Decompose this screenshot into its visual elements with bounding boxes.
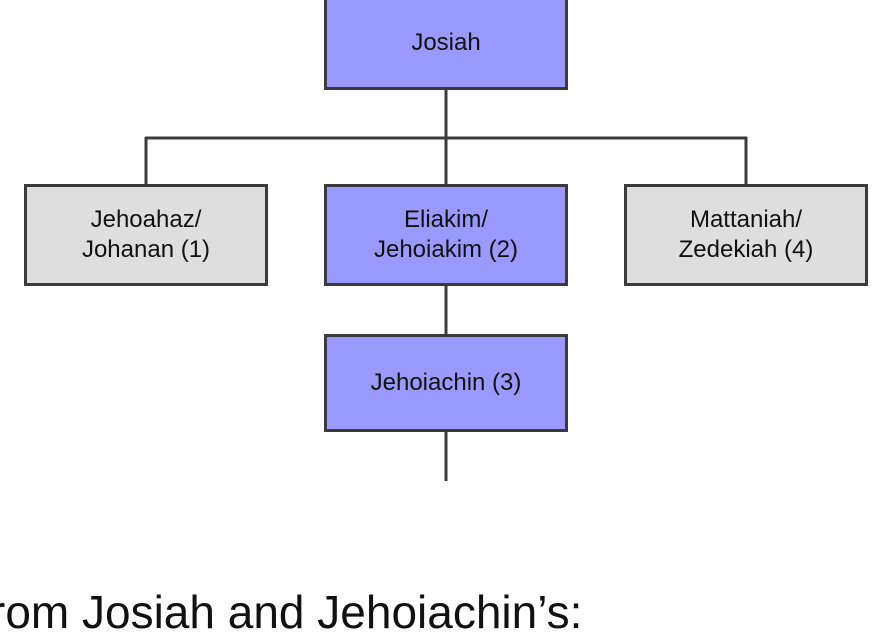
node-eliakim-line-2: Jehoiakim (2) xyxy=(373,236,519,263)
node-josiah: Josiah xyxy=(324,0,568,90)
node-mattaniah: Mattaniah/ Zedekiah (4) xyxy=(624,184,868,286)
node-mattaniah-line-2: Zedekiah (4) xyxy=(678,236,814,263)
family-tree-diagram: Josiah Jehoahaz/ Johanan (1) Eliakim/ Je… xyxy=(24,0,868,481)
tree-connectors xyxy=(144,90,748,481)
node-eliakim-line-1: Eliakim/ xyxy=(403,206,488,233)
node-mattaniah-line-1: Mattaniah/ xyxy=(689,206,803,233)
node-jehoahaz-line-1: Jehoahaz/ xyxy=(90,206,202,233)
node-eliakim: Eliakim/ Jehoiakim (2) xyxy=(324,184,568,286)
node-josiah-line-1: Josiah xyxy=(411,29,481,56)
node-jehoiachin-line-1: Jehoiachin (3) xyxy=(370,369,522,396)
node-jehoiachin: Jehoiachin (3) xyxy=(324,334,568,432)
node-jehoahaz: Jehoahaz/ Johanan (1) xyxy=(24,184,268,286)
node-jehoahaz-line-2: Johanan (1) xyxy=(81,236,211,263)
caption-text: rom Josiah and Jehoiachin’s: xyxy=(0,586,583,638)
